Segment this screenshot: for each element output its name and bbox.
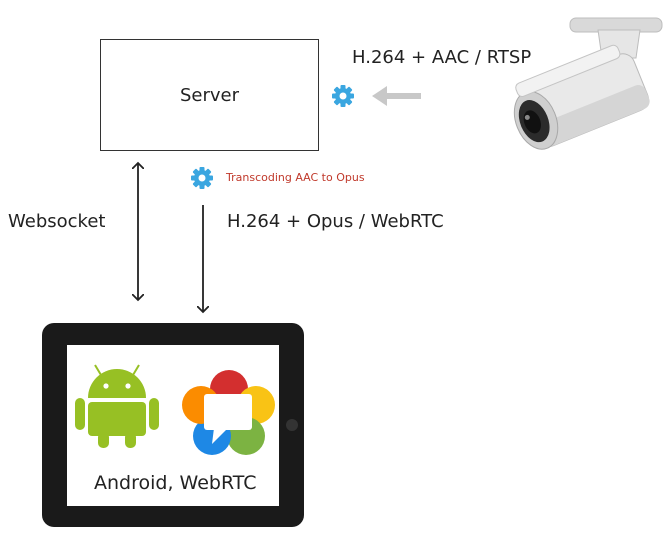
server-label: Server <box>179 84 240 106</box>
camera-icon <box>513 17 663 150</box>
gear-icon-server <box>332 85 354 107</box>
gear-icon-transcoding <box>191 167 213 189</box>
server-box: Server <box>100 39 319 151</box>
camera-to-server-arrow <box>372 86 421 106</box>
websocket-label: Websocket <box>8 211 106 232</box>
transcoding-label: Transcoding AAC to Opus <box>226 171 365 184</box>
webrtc-logo-icon <box>182 370 275 455</box>
webrtc-stream-label: H.264 + Opus / WebRTC <box>227 211 444 232</box>
rtsp-stream-label: H.264 + AAC / RTSP <box>352 47 532 68</box>
android-icon <box>75 364 159 448</box>
device-label: Android, WebRTC <box>94 472 257 494</box>
